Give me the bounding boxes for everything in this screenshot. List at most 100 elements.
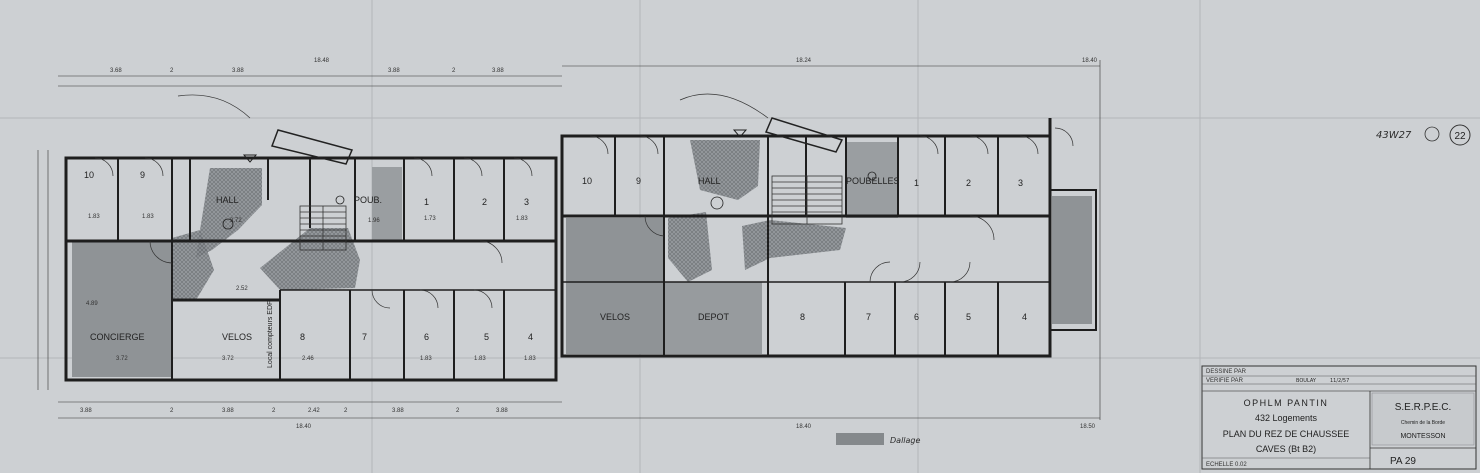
room-label-concierge: CONCIERGE xyxy=(90,332,145,342)
archive-reference: 43W27 xyxy=(1376,130,1412,141)
hall-dallage-left xyxy=(196,168,262,258)
room-dimension-4: 1.73 xyxy=(424,216,436,222)
left-building xyxy=(64,94,558,382)
dimension-top-right: 18.24 xyxy=(796,58,812,64)
dimension-bottom-4: 2.42 xyxy=(308,408,320,414)
drawing-date: 11/2/57 xyxy=(1330,378,1349,384)
room-dimension-0: 1.83 xyxy=(88,214,100,220)
velos-shading xyxy=(566,218,664,354)
legend-dallage-label: Dallage xyxy=(890,436,920,445)
room-dimension-2: 3.72 xyxy=(230,218,242,224)
room-label-left-poub: POUB. xyxy=(354,195,382,205)
dimension-bottom-3: 2 xyxy=(272,408,276,414)
dimension-bottom-5: 2 xyxy=(344,408,348,414)
dimension-top-0: 3.68 xyxy=(110,68,122,74)
room-dimension-1: 1.83 xyxy=(142,214,154,220)
room-label-right-3: 3 xyxy=(1018,178,1023,188)
room-label-left-10: 10 xyxy=(84,170,94,180)
room-dimension-9: 3.72 xyxy=(222,356,234,362)
corridor-dallage-left xyxy=(172,230,214,300)
caves-title: CAVES (Bt B2) xyxy=(1256,444,1316,454)
plan-title: PLAN DU REZ DE CHAUSSEE xyxy=(1223,429,1350,439)
dimension-lines xyxy=(37,60,1101,420)
room-dimension-13: 1.83 xyxy=(524,356,536,362)
dimension-top-6: 3.88 xyxy=(492,68,504,74)
dimension-bottom-7: 2 xyxy=(456,408,460,414)
room-label-right-1: 1 xyxy=(914,178,919,188)
dimension-bottom-total-left: 18.40 xyxy=(296,424,312,430)
room-label-right-8: 8 xyxy=(800,312,805,322)
room-label-left-5: 5 xyxy=(484,332,489,342)
room-dimension-7: 4.89 xyxy=(86,301,98,307)
room-label-left-velos: VELOS xyxy=(222,332,252,342)
room-label-right-velos: VELOS xyxy=(600,312,630,322)
room-dimension-6: 2.52 xyxy=(236,286,248,292)
concierge-shading xyxy=(72,242,172,377)
hall-dallage-right xyxy=(690,140,760,200)
poub-shading xyxy=(372,167,402,242)
room-label-right-4: 4 xyxy=(1022,312,1027,322)
stair-dallage-left xyxy=(260,228,360,290)
legend-dallage-swatch xyxy=(836,433,884,445)
dimension-text: 3.68 2 3.88 18.48 3.88 2 3.88 18.24 18.4… xyxy=(80,58,1098,430)
room-dimension-8: 3.72 xyxy=(116,356,128,362)
dimension-bottom-0: 3.88 xyxy=(80,408,92,414)
client-name: OPHLM PANTIN xyxy=(1244,398,1329,408)
firm-stamp-city: MONTESSON xyxy=(1400,433,1445,440)
dimension-top-3: 18.48 xyxy=(314,58,330,64)
local-compteurs-label: Local compteurs EDF xyxy=(267,301,274,368)
corridor-dallage-right xyxy=(668,212,712,282)
drawn-by-name: BOULAY xyxy=(1296,378,1317,384)
room-label-left-hall: HALL xyxy=(216,195,239,205)
room-label-right-2: 2 xyxy=(966,178,971,188)
room-dimension-10: 2.46 xyxy=(302,356,314,362)
room-label-right-9: 9 xyxy=(636,176,641,186)
dimension-top-2: 3.88 xyxy=(232,68,244,74)
title-row-label-checked: VERIFIE PAR xyxy=(1206,378,1244,384)
dimension-top-far: 18.40 xyxy=(1082,58,1098,64)
room-label-left-8: 8 xyxy=(300,332,305,342)
room-dimension-3: 1.96 xyxy=(368,218,380,224)
room-label-left-3: 3 xyxy=(524,197,529,207)
room-label-depot: DEPOT xyxy=(698,312,730,322)
room-label-left-1: 1 xyxy=(424,197,429,207)
right-room-labels: 10 9 HALL POUBELLES 1 2 3 VELOS DEPOT 8 … xyxy=(582,176,1027,322)
dimension-top-4: 3.88 xyxy=(388,68,400,74)
right-building xyxy=(560,93,1097,358)
room-label-right-hall: HALL xyxy=(698,176,721,186)
room-label-poubelles: POUBELLES xyxy=(846,176,900,186)
dimension-bottom-2: 3.88 xyxy=(222,408,234,414)
scale-label: ECHELLE 0.02 xyxy=(1206,462,1247,468)
dimension-bottom-total-far: 18.50 xyxy=(1080,424,1096,430)
stair-left xyxy=(299,205,347,251)
sheet-number-label: 22 xyxy=(1454,131,1466,142)
archive-mark-circle xyxy=(1424,126,1440,142)
firm-stamp-address: Chemin de la Borde xyxy=(1401,420,1445,426)
room-label-right-7: 7 xyxy=(866,312,871,322)
room-label-left-2: 2 xyxy=(482,197,487,207)
room-dimension-11: 1.83 xyxy=(420,356,432,362)
dimension-bottom-1: 2 xyxy=(170,408,174,414)
sheet-number-circle xyxy=(1449,124,1471,146)
logements-count: 432 Logements xyxy=(1255,413,1318,423)
room-label-left-7: 7 xyxy=(362,332,367,342)
room-label-right-5: 5 xyxy=(966,312,971,322)
dimension-top-1: 2 xyxy=(170,68,174,74)
left-room-labels: 10 9 HALL POUB. 1 2 3 CONCIERGE VELOS 8 … xyxy=(84,170,533,342)
title-block: DESSINE PAR VERIFIE PAR BOULAY 11/2/57 O… xyxy=(1201,365,1477,470)
room-label-left-4: 4 xyxy=(528,332,533,342)
room-label-left-6: 6 xyxy=(424,332,429,342)
room-dimension-12: 1.83 xyxy=(474,356,486,362)
room-label-right-10: 10 xyxy=(582,176,592,186)
dimension-bottom-6: 3.88 xyxy=(392,408,404,414)
room-dimension-5: 1.83 xyxy=(516,216,528,222)
dimension-bottom-total-right: 18.40 xyxy=(796,424,812,430)
firm-stamp-name: S.E.R.P.E.C. xyxy=(1395,402,1452,413)
dimension-bottom-8: 3.88 xyxy=(496,408,508,414)
stair-right xyxy=(771,175,843,225)
dimension-top-5: 2 xyxy=(452,68,456,74)
title-row-label-drawn: DESSINE PAR xyxy=(1206,369,1247,375)
